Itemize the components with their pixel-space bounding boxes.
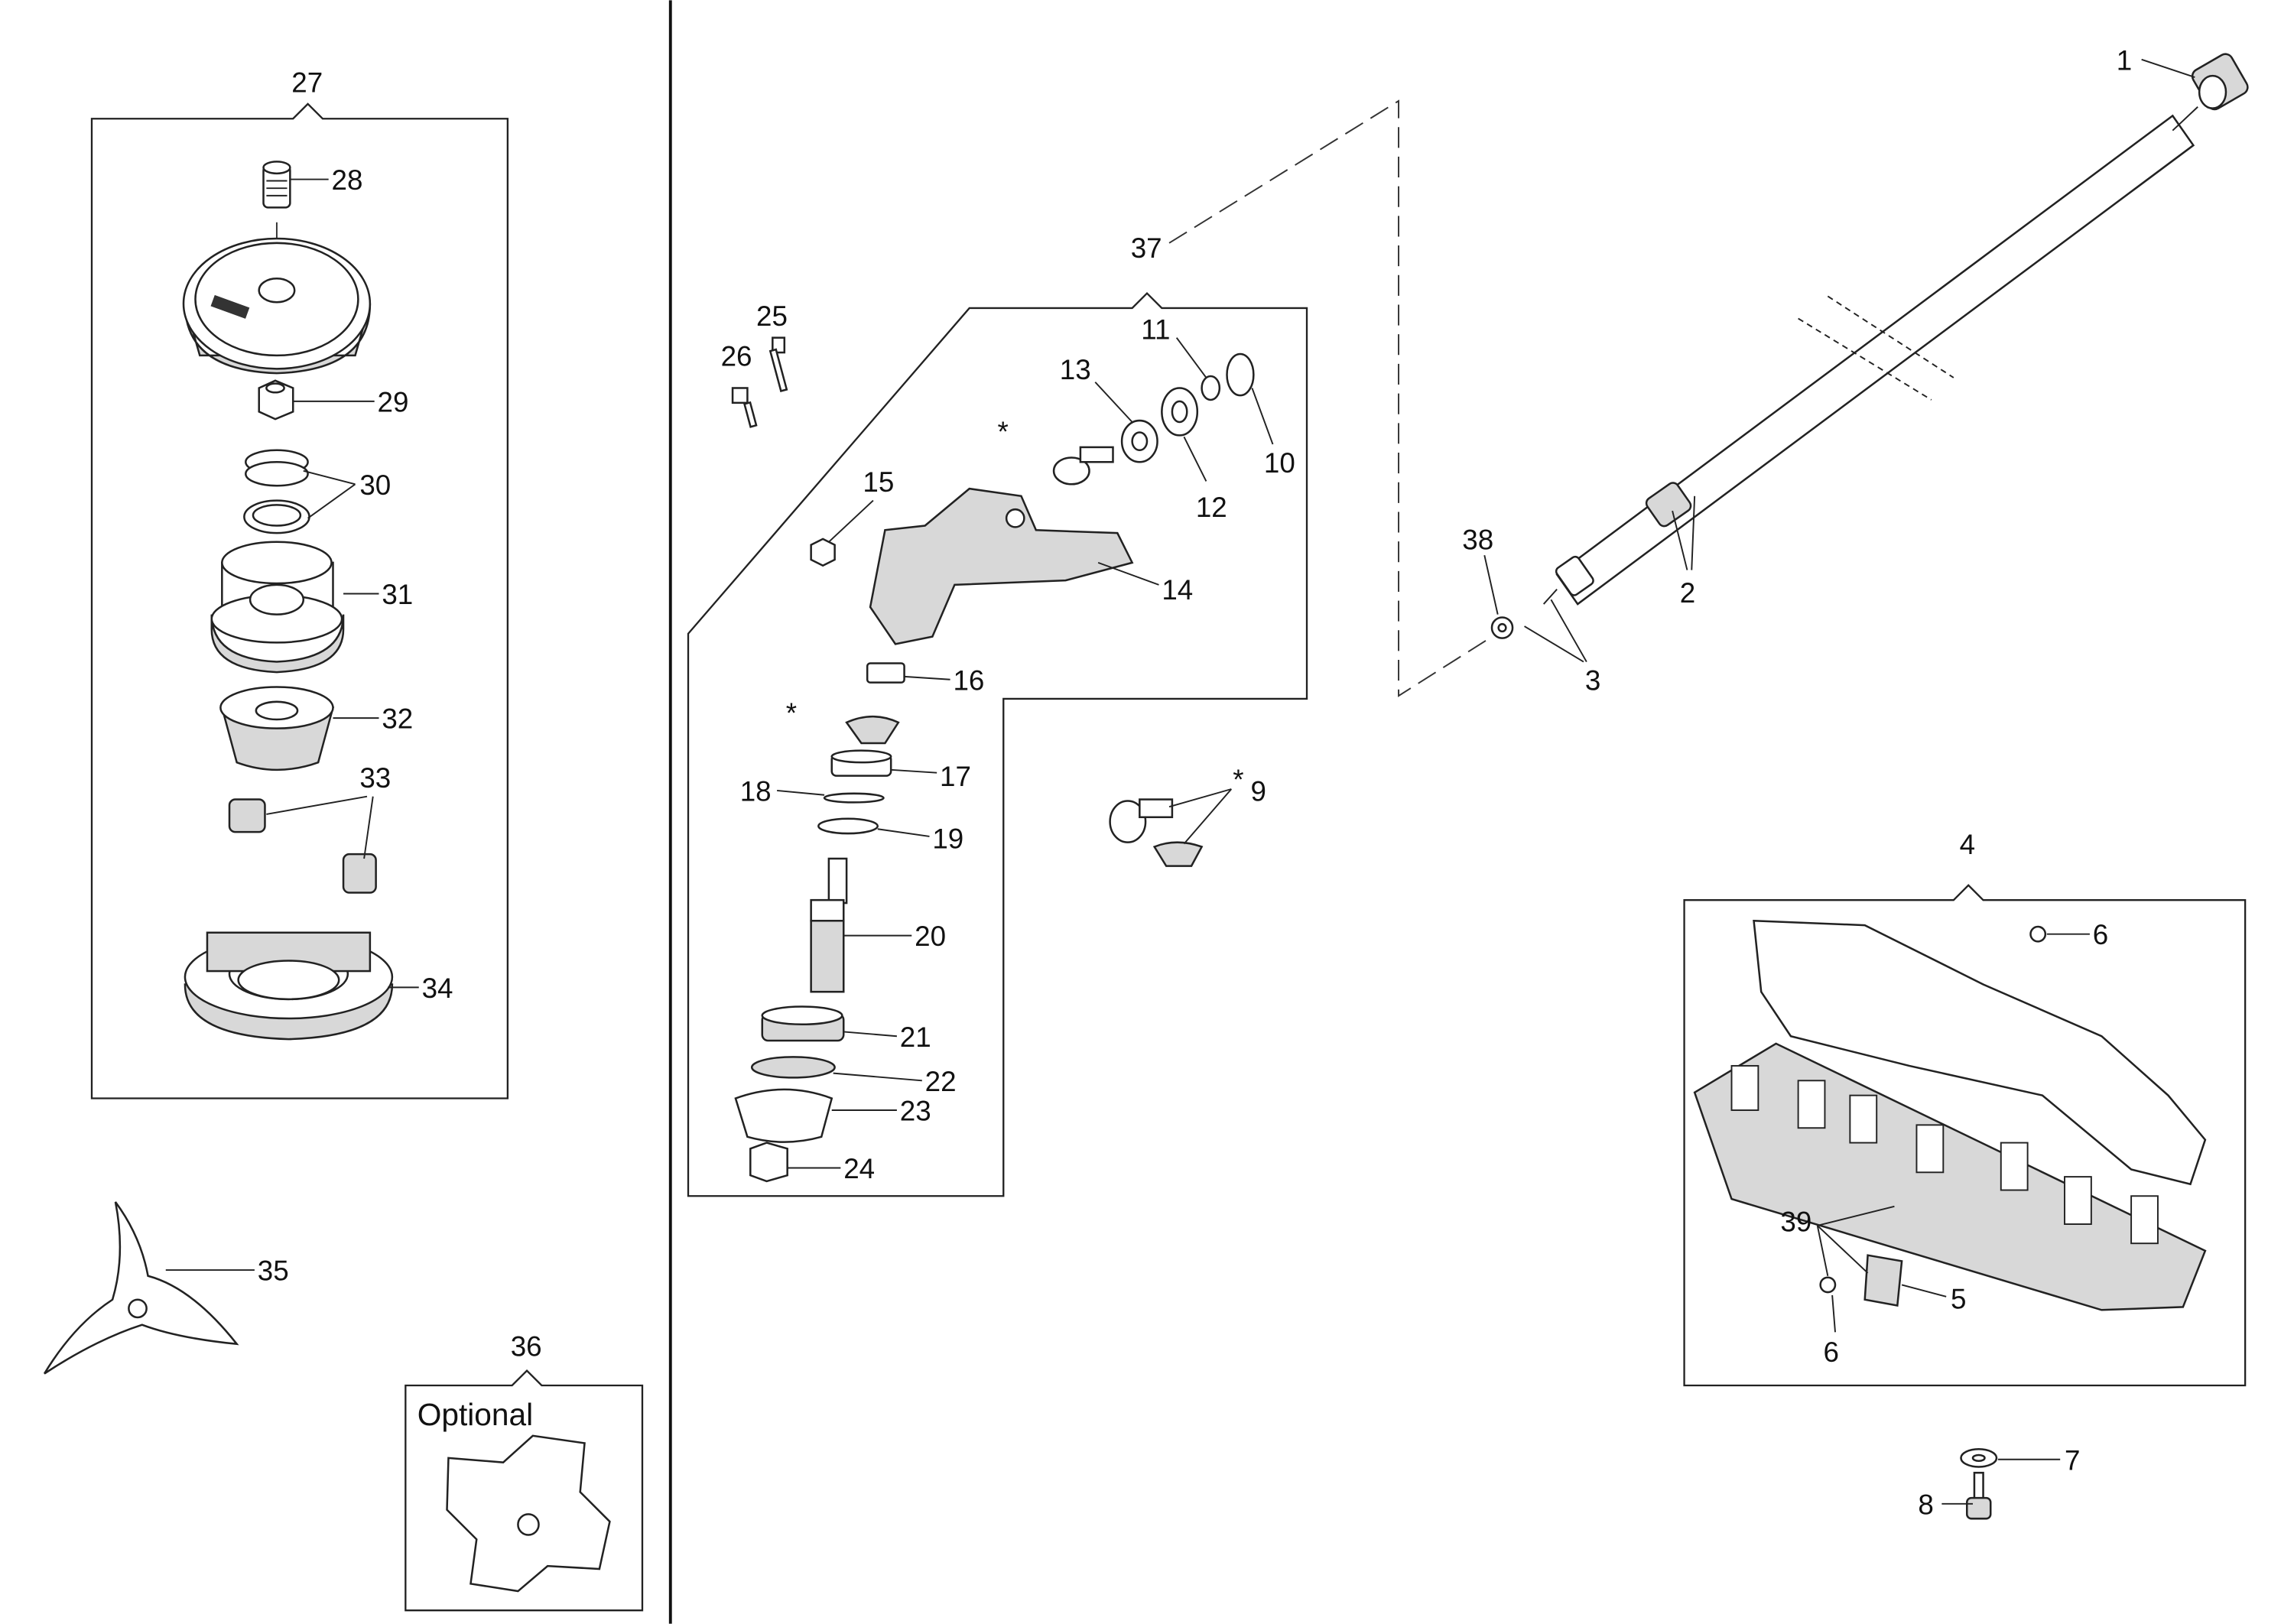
- part-23-cup: [734, 1088, 833, 1143]
- callout-37: 37: [1131, 232, 1162, 264]
- callout-6-top: 6: [2093, 919, 2108, 950]
- part-25-screw: [768, 336, 788, 392]
- callout-13: 13: [1060, 354, 1091, 385]
- callout-33: 33: [359, 762, 391, 794]
- part-9-bushing-kit: [1109, 798, 1204, 867]
- callout-24: 24: [843, 1153, 875, 1184]
- part-2-bushings: [1555, 482, 1692, 596]
- part-10-circlip: [1226, 352, 1255, 397]
- callout-star-b: *: [786, 697, 797, 729]
- callout-34: 34: [422, 973, 453, 1004]
- part-21-gear: [761, 1005, 845, 1042]
- part-drive-shaft-tube: [1542, 106, 2198, 606]
- part-31-spool: [210, 541, 345, 674]
- callout-38: 38: [1462, 524, 1493, 555]
- callout-22: 22: [925, 1066, 957, 1097]
- callout-8: 8: [1918, 1489, 1933, 1520]
- part-guard: [1693, 919, 2207, 1311]
- group-36-box: [405, 1369, 644, 1612]
- callout-16: 16: [953, 664, 984, 696]
- part-36-four-tooth-blade: [446, 1434, 611, 1593]
- callout-7: 7: [2065, 1444, 2080, 1476]
- callout-18: 18: [740, 775, 772, 807]
- part-14-gear-housing: [869, 487, 1134, 645]
- callout-15: 15: [863, 466, 894, 498]
- part-32-hub: [219, 686, 335, 771]
- part-35-three-tooth-blade: [43, 1201, 239, 1375]
- callout-3: 3: [1585, 664, 1600, 696]
- callout-35: 35: [258, 1255, 289, 1287]
- part-33-eyelets: [228, 798, 377, 894]
- part-28-bolt: [262, 161, 291, 209]
- part-29-nut: [258, 379, 294, 421]
- part-11-snap-ring: [1201, 375, 1221, 401]
- callout-27: 27: [291, 67, 323, 98]
- callout-21: 21: [900, 1021, 931, 1053]
- part-38-washer: [1490, 616, 1514, 639]
- callout-6-bottom: 6: [1824, 1337, 1839, 1368]
- part-17-bearing: [830, 749, 892, 777]
- callout-14: 14: [1162, 574, 1193, 606]
- callout-17: 17: [940, 761, 971, 792]
- part-24-nut: [749, 1142, 788, 1183]
- part-16-bushing: [866, 662, 905, 684]
- callout-25: 25: [756, 300, 788, 332]
- part-8-bolt: [1966, 1471, 1992, 1520]
- callout-9-star: *: [1233, 764, 1243, 795]
- group-37-box: [687, 291, 1308, 1197]
- part-34-base: [184, 931, 394, 1041]
- callout-36: 36: [511, 1330, 542, 1362]
- part-15-bolt: [810, 538, 836, 567]
- callout-23: 23: [900, 1096, 931, 1127]
- callout-10: 10: [1264, 447, 1295, 479]
- part-19-washer: [817, 817, 879, 835]
- callout-1: 1: [2117, 44, 2132, 76]
- part-13-bearing: [1120, 419, 1158, 463]
- callout-32: 32: [382, 703, 413, 735]
- part-22-washer: [750, 1056, 836, 1079]
- part-30-spring-and-washer: [243, 449, 310, 534]
- callout-9: 9: [1250, 775, 1266, 807]
- group-4-box: [1683, 884, 2247, 1387]
- part-27-head-cover: [182, 237, 372, 375]
- callout-20: 20: [915, 921, 946, 952]
- optional-label: Optional: [418, 1397, 533, 1432]
- part-20-shaft: [810, 857, 848, 993]
- callout-11: 11: [1141, 314, 1170, 346]
- part-6-screw-bottom: [1819, 1276, 1837, 1294]
- part-5-plate: [1863, 1254, 1903, 1307]
- part-6-screw-top: [2029, 925, 2047, 943]
- part-bushing-star: [1052, 446, 1114, 486]
- part-bushing-star-b: [845, 715, 900, 745]
- callout-4: 4: [1960, 829, 1975, 860]
- callout-31: 31: [382, 579, 413, 610]
- callout-28: 28: [332, 164, 363, 196]
- callout-2: 2: [1680, 577, 1695, 609]
- callout-12: 12: [1196, 492, 1227, 523]
- callout-30: 30: [359, 469, 391, 501]
- part-26-screw: [731, 387, 758, 428]
- part-18-ring: [823, 792, 885, 804]
- callout-19: 19: [932, 823, 963, 854]
- callout-29: 29: [378, 386, 409, 417]
- callout-star-a: *: [998, 416, 1009, 447]
- callout-26: 26: [721, 340, 752, 372]
- group-27-box: [90, 102, 509, 1099]
- part-12-bearing: [1161, 387, 1199, 437]
- callout-5: 5: [1951, 1283, 1966, 1314]
- part-7-washer: [1960, 1447, 1998, 1468]
- callout-39: 39: [1780, 1207, 1811, 1238]
- part-1-coupler: [2191, 53, 2249, 111]
